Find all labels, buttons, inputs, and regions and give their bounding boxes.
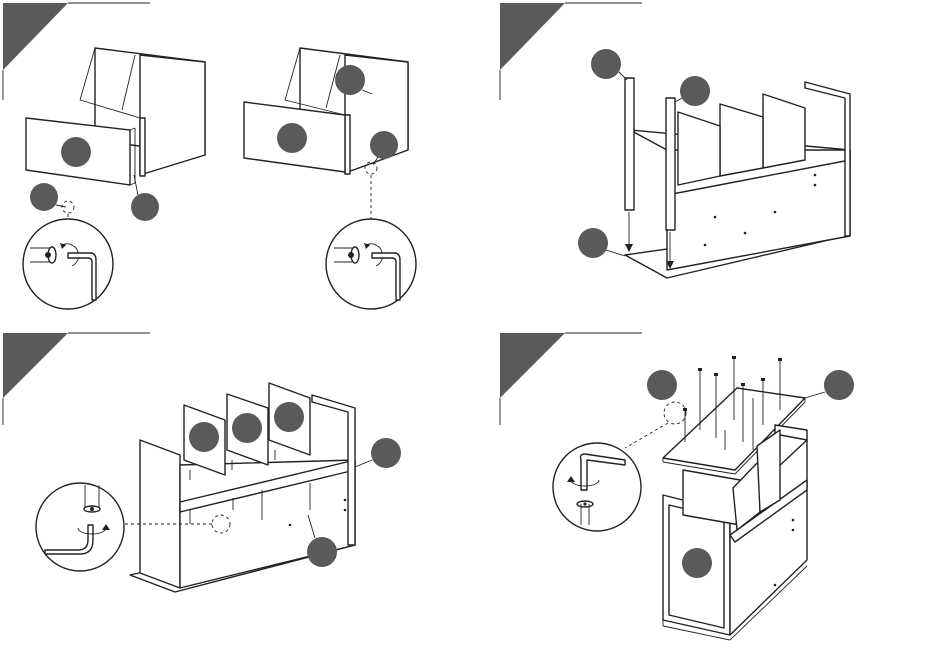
part-marker-right-post — [675, 76, 710, 106]
step-corner-badge — [500, 333, 642, 425]
zoom-target — [664, 402, 686, 424]
step-corner-badge — [500, 3, 642, 100]
step-2-panel — [475, 0, 950, 330]
part-marker-side-panel — [131, 175, 159, 221]
part-marker-left-post — [591, 49, 627, 80]
zoom-detail-circle-right — [326, 219, 416, 309]
part-marker-screw — [647, 370, 677, 400]
part-marker-rail — [355, 438, 401, 468]
step-corner-badge — [3, 333, 150, 425]
step-1-panel — [0, 0, 475, 330]
part-marker-front-panel — [61, 137, 91, 167]
carcass-left-drawer — [26, 48, 205, 185]
part-marker-side-panel — [682, 548, 712, 578]
part-marker-cam-lock — [30, 183, 66, 211]
part-marker-divider-1 — [189, 422, 219, 452]
part-marker-divider-3 — [274, 402, 304, 432]
zoom-detail-circle — [23, 219, 113, 309]
side-post-left — [625, 78, 634, 252]
part-marker-divider-2 — [232, 413, 262, 443]
part-marker-top-panel — [805, 370, 854, 400]
part-marker-base — [578, 228, 625, 258]
step-3-panel — [0, 330, 475, 660]
zoom-detail-circle — [36, 483, 124, 571]
step-4-panel — [475, 330, 950, 660]
shelf-unit-frame — [625, 82, 850, 278]
part-marker-front-panel-assembled — [277, 123, 307, 153]
zoom-detail-circle — [553, 443, 641, 531]
